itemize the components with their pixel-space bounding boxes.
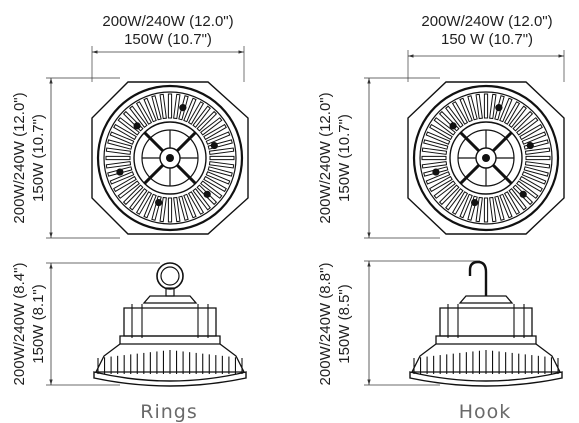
hook-top-height-label-large: 200W/240W (12.0") (317, 92, 334, 223)
hook-side-height-dimension: 200W/240W (8.8") 150W (8.5") (317, 260, 480, 386)
rings-caption: Rings (140, 401, 197, 423)
rings-heatsink-fins (105, 93, 235, 223)
hook-figure: 200W/240W (12.0") 150 W (10.7") 200W/240… (317, 13, 565, 423)
hook-top-height-label-small: 150W (10.7") (336, 114, 353, 202)
rings-side-height-label-small: 150W (8.1") (30, 284, 47, 364)
rings-side-height-label-large: 200W/240W (8.4") (11, 263, 28, 386)
rings-top-width-label-small: 150W (10.7") (124, 31, 212, 48)
hook-heatsink-fins (421, 93, 551, 223)
rings-top-height-label-small: 150W (10.7") (30, 114, 47, 202)
hook-top-width-label-small: 150 W (10.7") (441, 31, 533, 48)
rings-side-height-dimension: 200W/240W (8.4") 150W (8.1") (11, 263, 160, 386)
hook-side-height-label-large: 200W/240W (8.8") (317, 263, 334, 386)
rings-top-height-dimension: 200W/240W (12.0") 150W (10.7") (11, 77, 120, 239)
rings-figure: 200W/240W (12.0") 150W (10.7") 200W/240W… (11, 13, 249, 423)
hook-top-view-lamp (407, 81, 565, 235)
hook-side-view-lamp (409, 260, 563, 387)
hook-caption: Hook (459, 401, 512, 423)
rings-side-view-lamp (93, 262, 247, 387)
ring-hanger-icon (156, 262, 184, 290)
hook-top-height-dimension: 200W/240W (12.0") 150W (10.7") (317, 77, 440, 239)
rings-top-height-label-large: 200W/240W (12.0") (11, 92, 28, 223)
hook-top-width-dimension: 200W/240W (12.0") 150 W (10.7") (407, 13, 565, 82)
hook-hanger-icon (468, 260, 488, 296)
hook-side-height-label-small: 150W (8.5") (336, 284, 353, 364)
rings-top-width-label-large: 200W/240W (12.0") (102, 13, 233, 30)
rings-top-view-lamp (91, 81, 249, 235)
rings-top-width-dimension: 200W/240W (12.0") 150W (10.7") (91, 13, 245, 82)
hook-top-width-label-large: 200W/240W (12.0") (421, 13, 552, 30)
